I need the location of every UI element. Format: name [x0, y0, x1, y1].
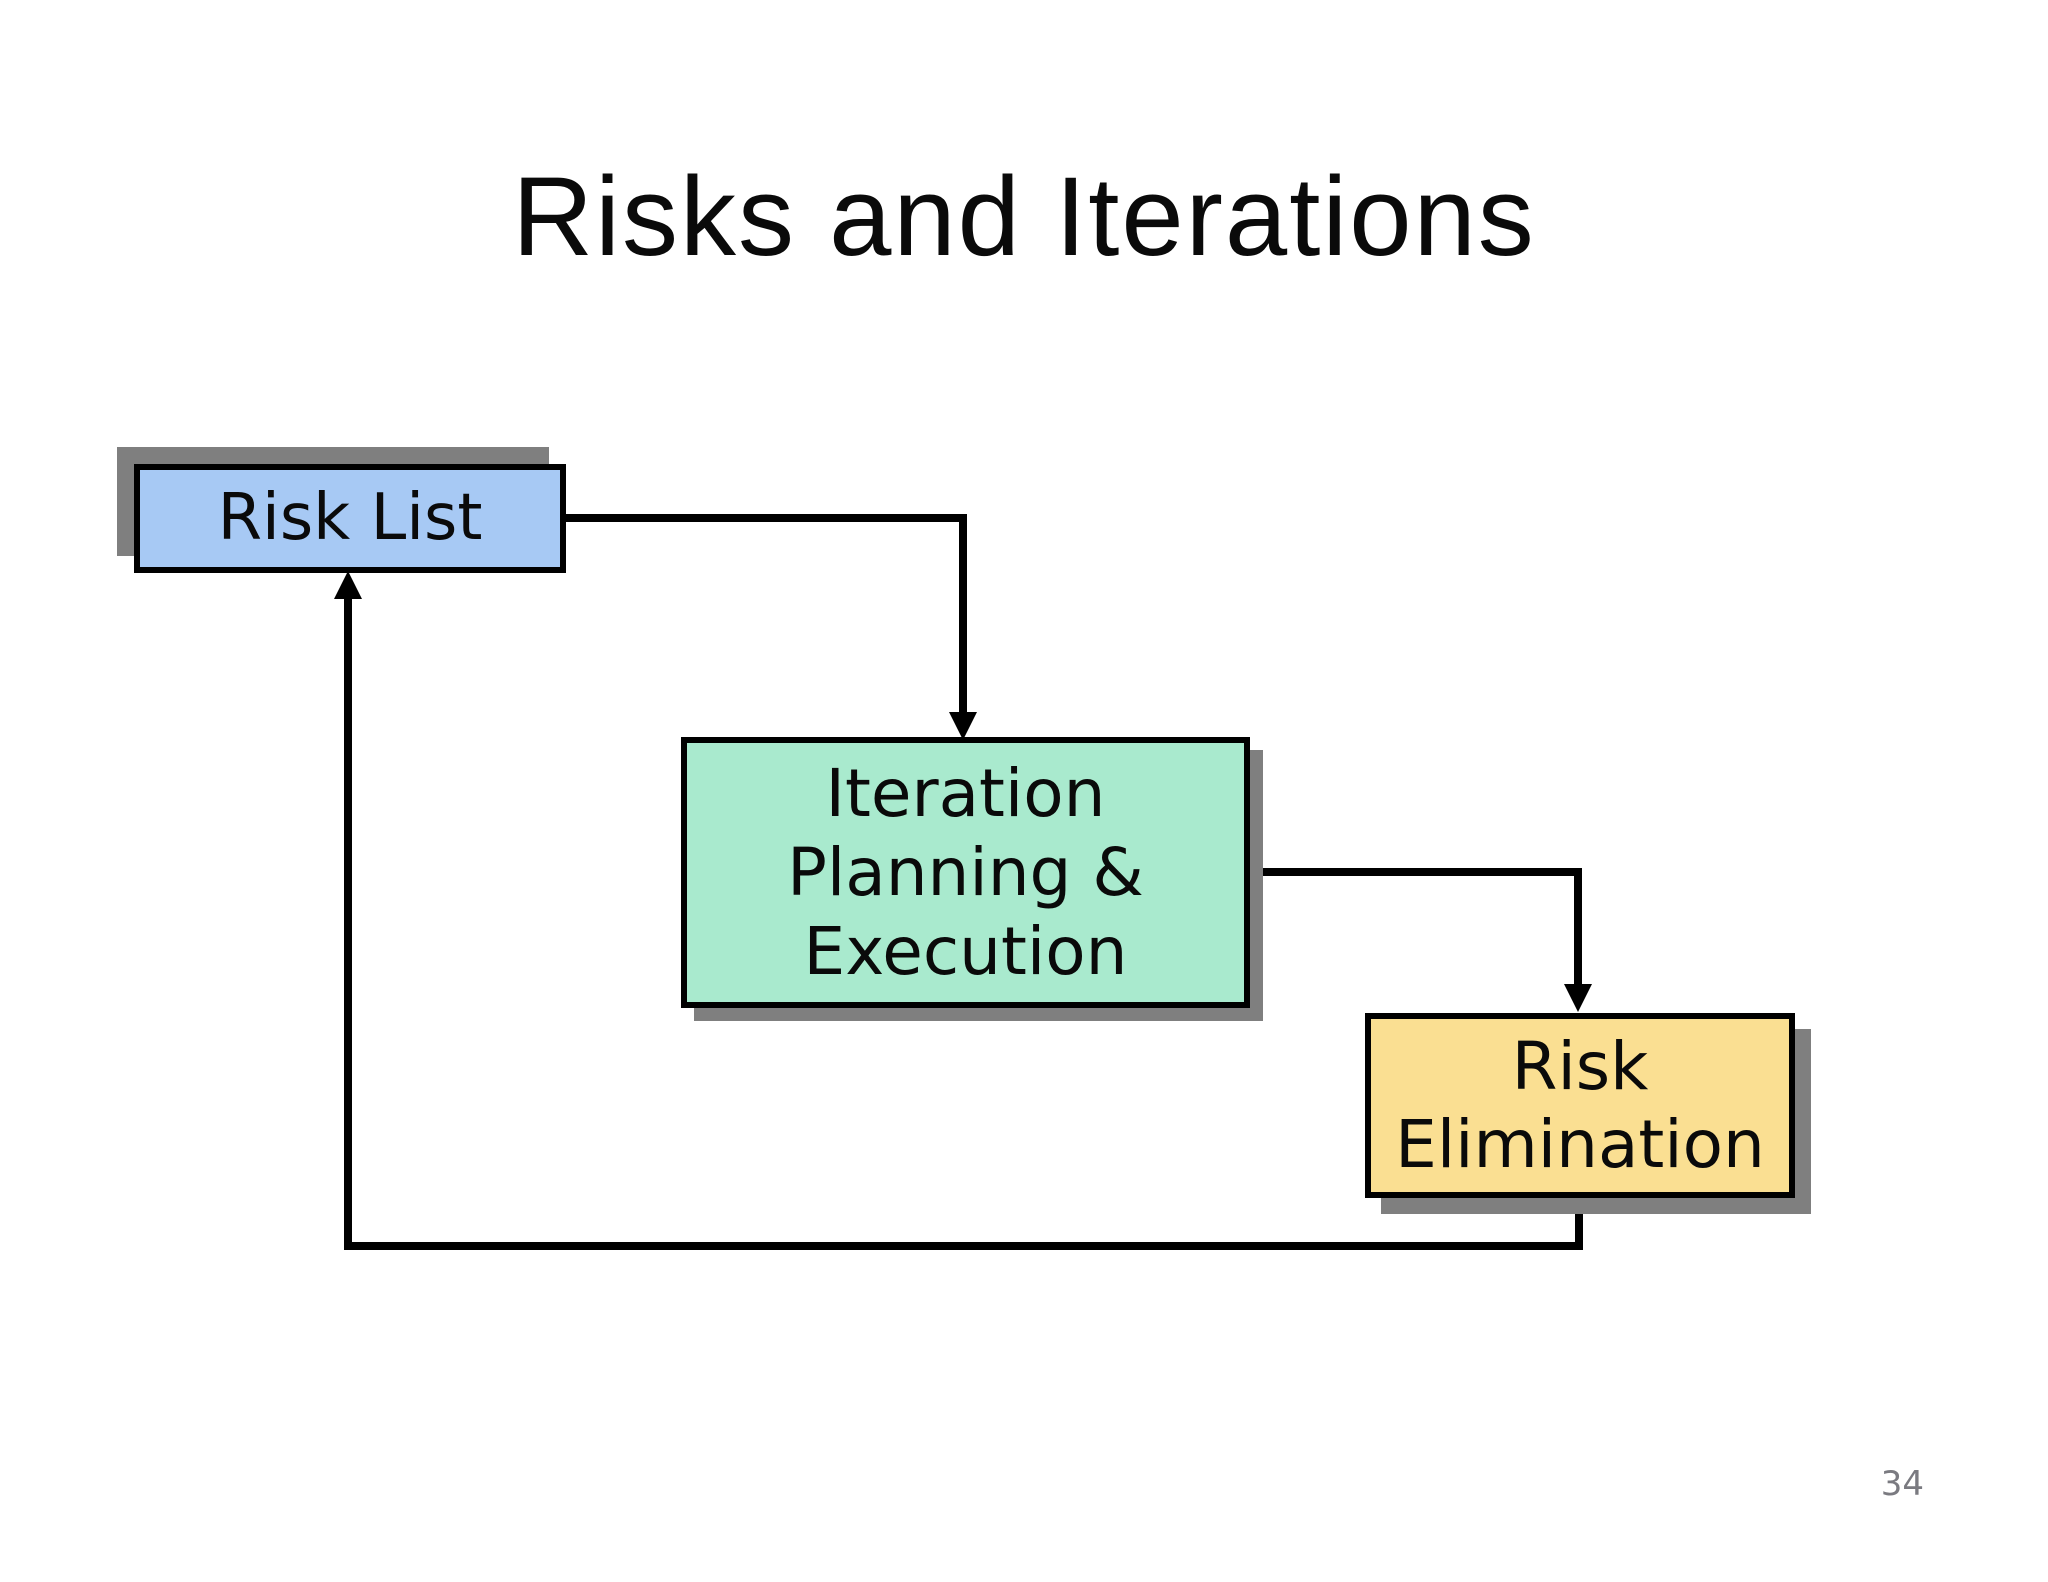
page-number: 34: [1880, 1464, 1924, 1504]
node-iteration-planning-execution: Iteration Planning & Execution: [681, 737, 1250, 1008]
node-label-line: Execution: [803, 913, 1128, 991]
edge-line: [566, 514, 967, 716]
node-label-line: Risk List: [217, 481, 483, 556]
arrowhead-up-icon: [334, 571, 362, 599]
arrowhead-down-icon: [949, 712, 977, 740]
edge-line: [1250, 868, 1582, 988]
node-label-line: Risk: [1511, 1027, 1649, 1105]
edge-risk-list-to-iteration: [566, 514, 977, 740]
node-label-line: Elimination: [1395, 1105, 1765, 1183]
arrowhead-down-icon: [1564, 984, 1592, 1012]
node-risk-elimination: Risk Elimination: [1365, 1013, 1795, 1198]
node-risk-list: Risk List: [134, 464, 566, 573]
node-label-line: Planning &: [787, 833, 1144, 911]
edge-iteration-to-elimination: [1250, 868, 1592, 1012]
node-label-line: Iteration: [825, 754, 1106, 832]
slide-title: Risks and Iterations: [512, 154, 1536, 279]
